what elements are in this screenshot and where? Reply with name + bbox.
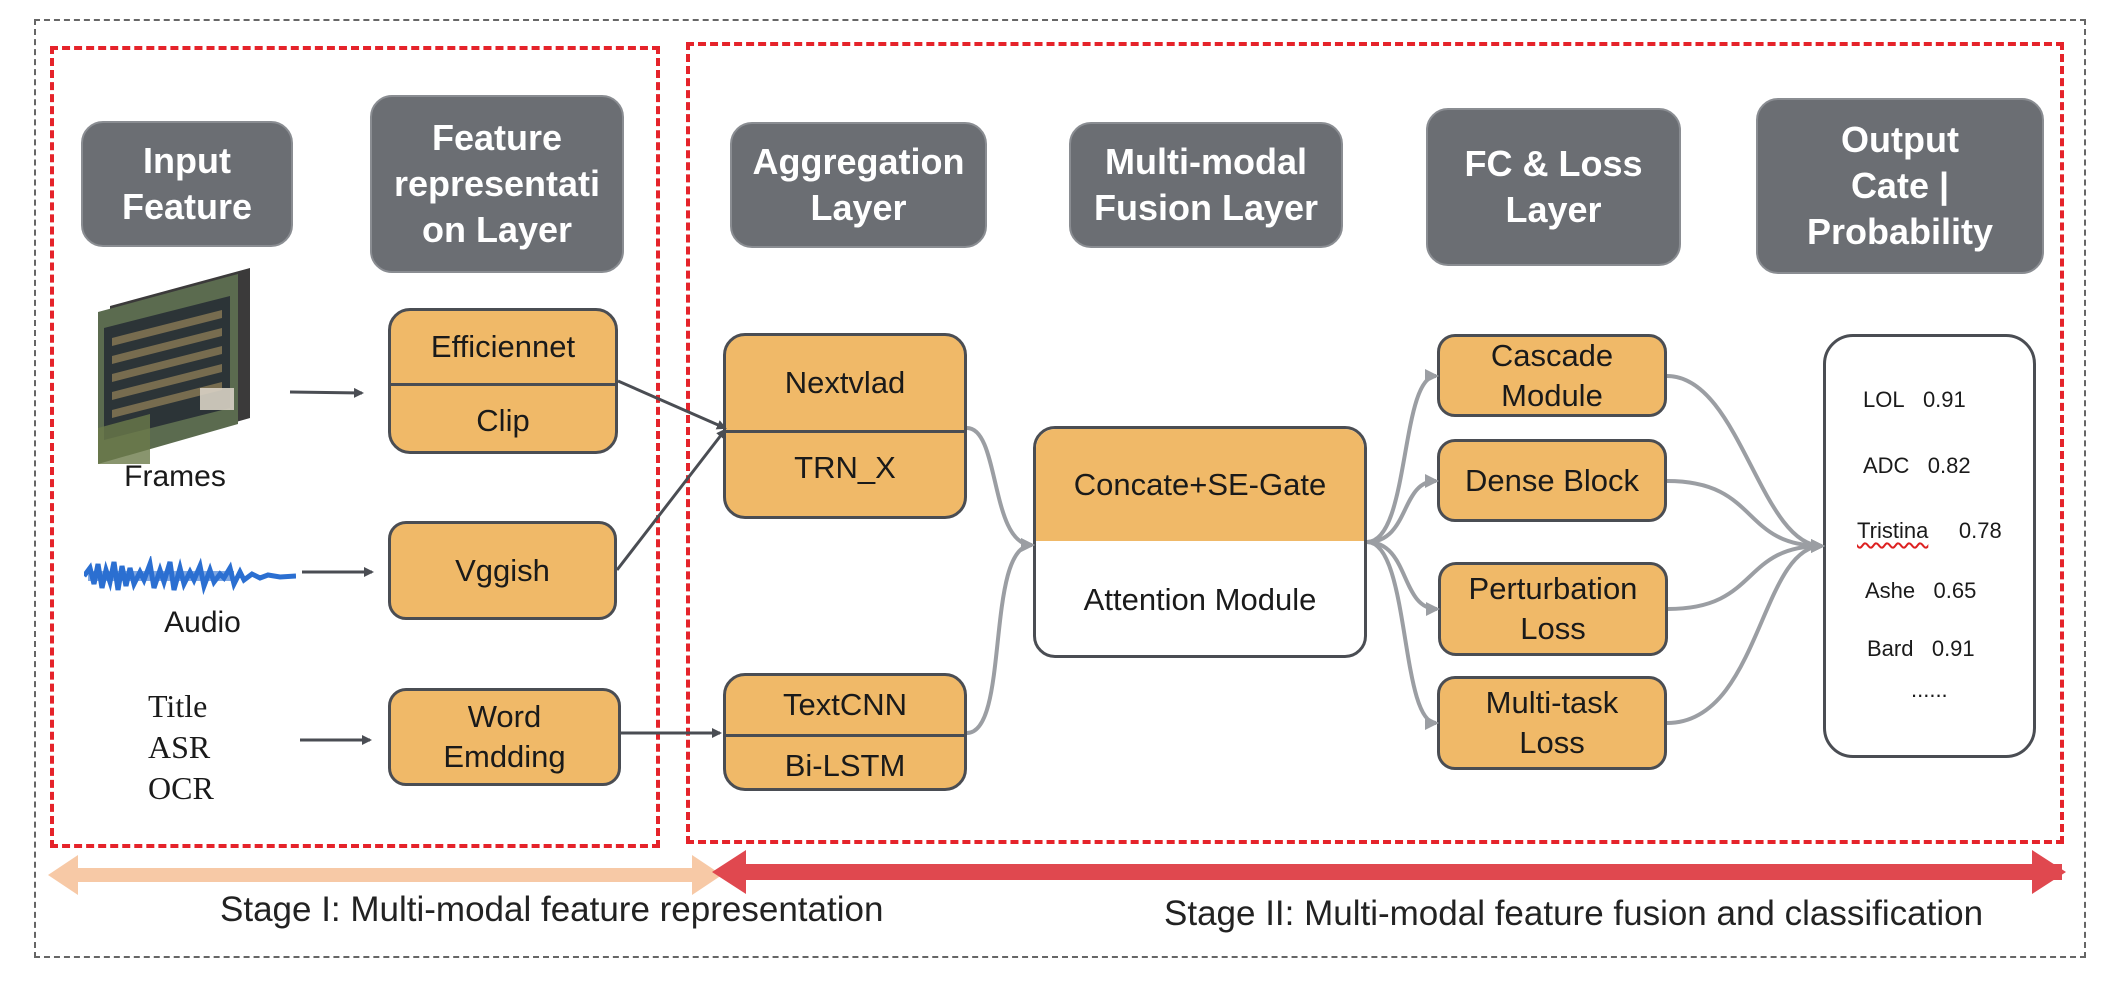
output-row: ADC 0.82 xyxy=(1863,453,1971,479)
perturbation-loss-box: Perturbation Loss xyxy=(1438,562,1668,656)
divider xyxy=(391,383,615,386)
output-label: ADC xyxy=(1863,453,1910,478)
curve-video-agg-to-fusion xyxy=(966,426,1035,552)
output-prob: 0.82 xyxy=(1927,453,1971,478)
header-feature-representation: Feature representati on Layer xyxy=(370,95,624,273)
header-output: Output Cate | Probability xyxy=(1756,98,2044,274)
stage2-double-arrow xyxy=(712,850,2066,894)
stage2-caption: Stage II: Multi-modal feature fusion and… xyxy=(1164,894,1984,933)
output-prob: 0.91 xyxy=(1922,387,1966,412)
nextvlad-label: Nextvlad xyxy=(784,365,906,400)
text-aggregation-box: TextCNN Bi-LSTM xyxy=(723,673,967,791)
output-prob: 0.91 xyxy=(1931,636,1975,661)
curve-fusion-to-dense xyxy=(1366,474,1439,544)
text-input-title: Title xyxy=(148,688,208,724)
output-prob: 0.65 xyxy=(1933,578,1977,603)
header-aggregation-layer: Aggregation Layer xyxy=(730,122,987,248)
output-row: Bard 0.91 xyxy=(1867,636,1975,662)
text-input-list: Title ASR OCR xyxy=(148,686,268,809)
stage1-caption: Stage I: Multi-modal feature representat… xyxy=(220,890,884,929)
attention-module-label: Attention Module xyxy=(1083,582,1317,617)
text-input-ocr: OCR xyxy=(148,770,214,806)
bilstm-label: Bi-LSTM xyxy=(784,747,906,783)
frames-label: Frames xyxy=(124,460,226,493)
clip-label: Clip xyxy=(476,403,530,438)
audio-waveform-icon xyxy=(82,554,297,596)
curve-multitask-to-output xyxy=(1666,539,1825,725)
trn-x-label: TRN_X xyxy=(794,450,896,485)
output-more: ...... xyxy=(1911,677,1948,702)
arrow-vggish-to-aggregation xyxy=(615,428,727,571)
curve-fusion-to-cascade xyxy=(1366,369,1439,544)
fusion-box: Concate+SE-Gate Attention Module xyxy=(1033,426,1367,658)
curve-perturbation-to-output xyxy=(1667,539,1825,611)
output-probability-box: LOL 0.91 ADC 0.82 Tristina 0.78 Ashe 0.6… xyxy=(1823,334,2036,758)
output-prob: 0.78 xyxy=(1958,518,2002,543)
multi-task-loss-box: Multi-task Loss xyxy=(1437,676,1667,770)
curve-cascade-to-output xyxy=(1666,374,1825,553)
text-input-asr: ASR xyxy=(148,729,211,765)
stage-1-region xyxy=(50,46,660,848)
output-label: LOL xyxy=(1863,387,1905,412)
output-row: Ashe 0.65 xyxy=(1865,578,1976,604)
header-fc-loss-layer: FC & Loss Layer xyxy=(1426,108,1681,266)
output-label: Bard xyxy=(1867,636,1914,661)
header-input-feature: Input Feature xyxy=(81,121,293,247)
audio-label: Audio xyxy=(164,606,241,639)
concate-se-gate-label: Concate+SE-Gate xyxy=(1036,429,1364,541)
curve-fusion-to-perturbation xyxy=(1366,540,1440,616)
arrow-frames-to-visual xyxy=(289,387,364,398)
arrow-visual-to-aggregation xyxy=(617,379,727,430)
stage1-double-arrow xyxy=(48,855,722,895)
outer-frame xyxy=(34,19,2086,958)
visual-feature-box: Efficiennet Clip xyxy=(388,308,618,454)
curve-text-agg-to-fusion xyxy=(966,538,1035,735)
cascade-module-box: Cascade Module xyxy=(1437,334,1667,417)
output-label: Tristina xyxy=(1857,518,1929,543)
output-label: Ashe xyxy=(1865,578,1916,603)
divider xyxy=(726,430,964,433)
curve-dense-to-output xyxy=(1666,479,1825,553)
word-embedding-box: Word Emdding xyxy=(388,688,621,786)
stage-2-region xyxy=(686,42,2064,844)
output-row: Tristina 0.78 xyxy=(1857,518,2002,544)
vggish-box: Vggish xyxy=(388,521,617,620)
output-row: LOL 0.91 xyxy=(1863,387,1966,413)
dense-block-box: Dense Block xyxy=(1437,439,1667,522)
curve-fusion-to-multitask xyxy=(1366,540,1439,730)
textcnn-label: TextCNN xyxy=(782,687,907,722)
efficientnet-label: Efficiennet xyxy=(430,329,576,364)
frames-image xyxy=(90,268,250,468)
divider xyxy=(726,734,964,737)
header-fusion-layer: Multi-modal Fusion Layer xyxy=(1069,122,1343,248)
